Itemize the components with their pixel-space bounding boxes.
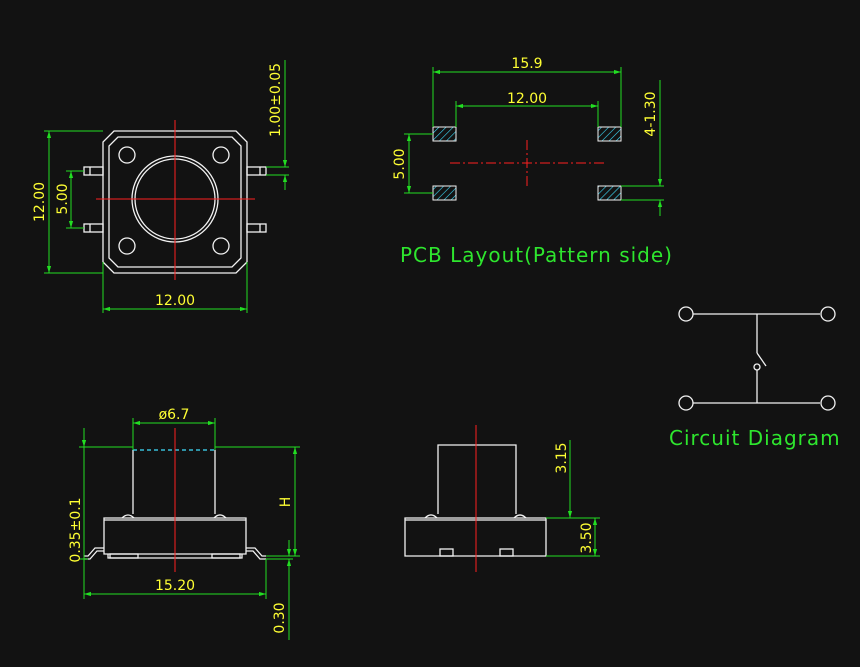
circuit-diagram-caption: Circuit Diagram bbox=[669, 426, 841, 450]
dim-pin-width-label: 1.00±0.05 bbox=[268, 63, 284, 137]
dim-pin-pitch: 5.00 bbox=[55, 170, 84, 229]
corner-hole bbox=[118, 146, 136, 164]
side-view-stem bbox=[437, 444, 517, 514]
front-view-stem bbox=[132, 450, 216, 514]
dim-top-height: 12.00 bbox=[32, 130, 103, 274]
front-view-foot bbox=[211, 553, 241, 559]
terminal bbox=[820, 395, 836, 411]
front-view-lead-right bbox=[246, 547, 266, 560]
dim-top-width-label: 12.00 bbox=[155, 293, 195, 309]
dim-height-h-label: H bbox=[278, 497, 294, 508]
corner-hole bbox=[212, 237, 230, 255]
dim-front-overall-width-label: 15.20 bbox=[155, 578, 195, 594]
dim-standoff: 0.35±0.1 bbox=[68, 428, 133, 563]
dim-pcb-inner-width: 12.00 bbox=[455, 91, 599, 127]
top-view-body-outer bbox=[102, 130, 248, 274]
dim-pcb-pad-pitch-label: 5.00 bbox=[392, 148, 408, 179]
front-view-foot bbox=[109, 553, 139, 559]
dim-pcb-overall-width-label: 15.9 bbox=[511, 56, 542, 72]
dim-pcb-pad-pitch: 5.00 bbox=[392, 133, 433, 194]
pcb-pad bbox=[597, 126, 622, 142]
dim-height-h: H bbox=[215, 446, 300, 557]
dim-front-overall-width: 15.20 bbox=[83, 559, 267, 599]
pcb-layout-caption: PCB Layout(Pattern side) bbox=[400, 243, 673, 267]
corner-hole bbox=[118, 237, 136, 255]
top-view-body-inner bbox=[108, 136, 242, 268]
dim-top-width: 12.00 bbox=[102, 262, 248, 313]
dim-pcb-pad-size-label: 4-1.30 bbox=[643, 91, 659, 136]
dim-pin-width: 1.00±0.05 bbox=[266, 60, 289, 190]
terminal bbox=[820, 306, 836, 322]
dim-pcb-overall-width: 15.9 bbox=[432, 56, 622, 127]
dim-pcb-inner-width-label: 12.00 bbox=[507, 91, 547, 107]
pcb-pad bbox=[432, 126, 457, 142]
dim-button-diameter: ø6.7 bbox=[132, 407, 216, 450]
dim-standoff-label: 0.35±0.1 bbox=[68, 497, 84, 562]
dim-pcb-pad-size: 4-1.30 bbox=[621, 80, 664, 216]
dim-button-diameter-label: ø6.7 bbox=[159, 407, 190, 423]
corner-hole bbox=[212, 146, 230, 164]
top-view-leads bbox=[83, 166, 267, 233]
dim-body-height: 3.50 bbox=[546, 518, 600, 557]
dim-body-height-label: 3.50 bbox=[579, 522, 595, 553]
side-view-clips bbox=[424, 514, 527, 519]
terminal bbox=[678, 306, 694, 322]
side-view-tab bbox=[499, 548, 514, 557]
switch-contact bbox=[753, 363, 761, 371]
dim-pin-pitch-label: 5.00 bbox=[55, 183, 71, 214]
dim-stem-height: 3.15 bbox=[546, 440, 600, 519]
dim-lead-thickness-label: 0.30 bbox=[272, 602, 288, 633]
pcb-pad bbox=[432, 185, 457, 201]
pcb-layout: 15.9 12.00 5.00 4-1.30 PCB Layout(Patter… bbox=[392, 56, 673, 267]
dim-stem-height-label: 3.15 bbox=[554, 442, 570, 473]
pcb-pad bbox=[597, 185, 622, 201]
dim-lead-thickness: 0.30 bbox=[266, 540, 293, 640]
circuit-diagram: Circuit Diagram bbox=[669, 306, 841, 450]
side-view: 3.15 3.50 bbox=[404, 425, 600, 572]
front-view-clips bbox=[121, 514, 227, 519]
top-view: 12.00 5.00 12.00 1.00±0.05 bbox=[32, 60, 289, 313]
side-view-tab bbox=[439, 548, 454, 557]
terminal bbox=[678, 395, 694, 411]
front-view-lead-left bbox=[84, 547, 104, 560]
front-view: ø6.7 H 0.35±0.1 15.20 bbox=[68, 407, 300, 640]
dim-top-height-label: 12.00 bbox=[32, 182, 48, 222]
switch-blade bbox=[756, 352, 767, 367]
